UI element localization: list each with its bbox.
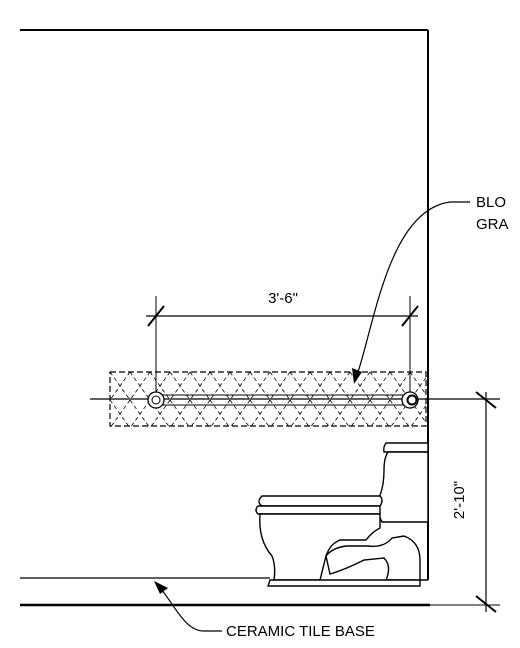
- tile-base-leader: CERAMIC TILE BASE: [154, 581, 375, 640]
- tile-base-callout: CERAMIC TILE BASE: [226, 623, 375, 640]
- bar-length-dimension-text: 3'-6": [268, 290, 298, 307]
- blocking-callout-line1: BLO: [476, 194, 506, 211]
- toilet-tank: [376, 451, 429, 523]
- grab-bar: [90, 391, 500, 409]
- toilet-seat-lid: [258, 495, 383, 507]
- toilet: [255, 442, 429, 587]
- blocking-callout-line2: GRA: [476, 216, 509, 233]
- toilet-tank-lid: [383, 442, 429, 453]
- grab-bar-right-screw: [406, 394, 418, 406]
- dimension-bar-height: 2'-10": [430, 391, 500, 613]
- grab-bar-left-screw: [151, 395, 161, 405]
- toilet-trapway: [325, 535, 421, 581]
- dimension-bar-length: 3'-6": [146, 290, 419, 392]
- blocking-leader: BLO GRA: [352, 194, 509, 384]
- grab-bar-left-flange: [147, 391, 165, 409]
- toilet-seat: [255, 505, 381, 515]
- bar-height-dimension-text: 2'-10": [451, 481, 468, 519]
- toilet-base: [267, 579, 421, 587]
